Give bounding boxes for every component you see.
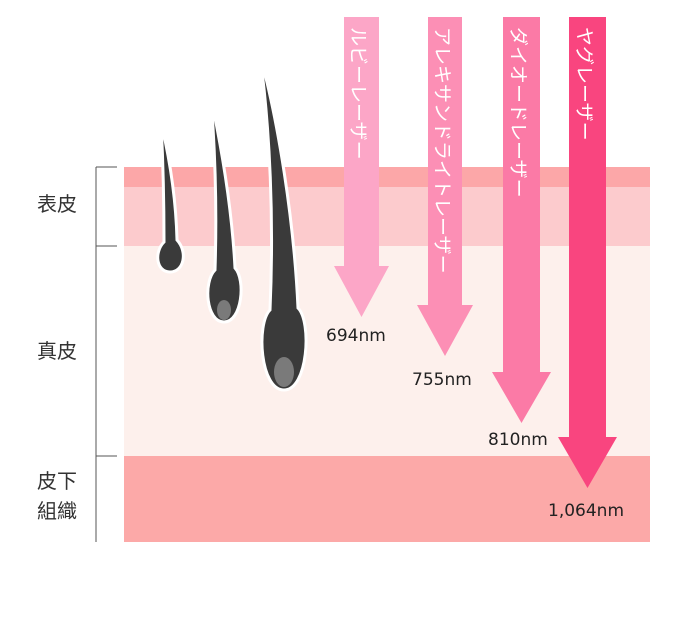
subcutis-layer [124, 456, 650, 542]
laser-name-alexandrite: アレキサンドライトレーザー [431, 27, 453, 274]
hair-shaft-medium [206, 97, 243, 324]
layer-bracket [95, 166, 117, 542]
hair-shaft-small [156, 121, 185, 274]
epidermis-label: 表皮 [37, 192, 77, 216]
hair-large [258, 54, 308, 392]
wavelength-alexandrite: 755nm [412, 370, 472, 390]
wavelength-ruby: 694nm [326, 326, 386, 346]
hair-follicles [156, 54, 308, 392]
laser-diode: ダイオードレーザー 810nm [488, 17, 551, 450]
arrow-ruby [334, 17, 389, 317]
laser-name-yag: ヤグレーザー [573, 27, 595, 141]
hair-medium [206, 97, 243, 324]
subcutis-label-line1: 皮下 [37, 469, 77, 493]
laser-yag: ヤグレーザー 1,064nm [548, 17, 624, 521]
laser-ruby: ルビーレーザー 694nm [326, 17, 389, 346]
arrow-yag [558, 17, 617, 488]
skin-layers [124, 167, 650, 542]
hair-shaft-large [258, 54, 308, 392]
hair-papilla-large [274, 357, 294, 387]
wavelength-diode: 810nm [488, 430, 548, 450]
hair-small [156, 121, 185, 274]
subcutis-label-line2: 組織 [37, 499, 77, 523]
dermis-label: 真皮 [37, 339, 77, 363]
arrow-alexandrite [417, 17, 473, 356]
laser-name-diode: ダイオードレーザー [507, 27, 529, 198]
laser-alexandrite: アレキサンドライトレーザー 755nm [412, 17, 473, 390]
laser-name-ruby: ルビーレーザー [347, 27, 369, 160]
laser-arrows: ルビーレーザー 694nm アレキサンドライトレーザー 755nm ダイオードレ… [326, 17, 624, 521]
hair-papilla-medium [217, 300, 231, 320]
arrow-diode [492, 17, 551, 423]
wavelength-yag: 1,064nm [548, 501, 624, 521]
